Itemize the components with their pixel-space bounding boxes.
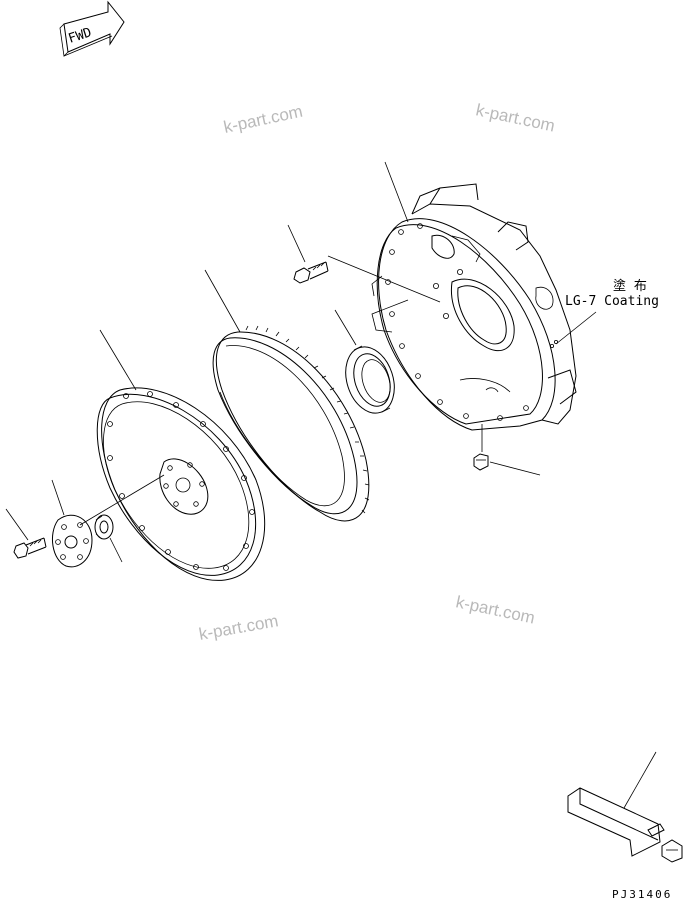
flywheel-bolt [13, 537, 47, 559]
leader-coating [555, 311, 597, 345]
drawing-code: PJ31406 [612, 888, 672, 900]
leader-housing-bolt-2 [327, 255, 441, 303]
ring-gear [212, 325, 370, 522]
housing-flange-holes [385, 223, 529, 421]
flywheel [96, 387, 266, 581]
leader-washer [51, 479, 65, 516]
installation-tool [567, 787, 683, 863]
leader-housing-bolt [287, 224, 306, 263]
drain-plug [473, 424, 489, 471]
coating-label: LG-7 Coating [565, 294, 659, 309]
leader-housing [384, 161, 409, 223]
alignment-line [79, 474, 165, 526]
flywheel-bolt-holes [107, 391, 255, 571]
flywheel-housing [371, 183, 577, 431]
coating-label-jp: 塗 布 [613, 278, 647, 294]
fwd-label: FWD [67, 25, 94, 47]
fwd-arrow-badge: FWD [59, 0, 125, 57]
leader-ring-gear [204, 269, 241, 333]
leader-tool [623, 751, 657, 809]
watermark-3: k-part.com [197, 611, 279, 644]
washer-plate [51, 514, 93, 568]
leader-plug [489, 461, 541, 476]
watermark-4: k-part.com [454, 592, 536, 627]
leader-flywheel [99, 329, 137, 391]
leader-oil-seal [334, 309, 357, 346]
oil-seal [345, 345, 395, 414]
housing-bolt [293, 261, 329, 284]
ring-gear-teeth [245, 325, 370, 514]
pilot-bearing [94, 514, 114, 540]
leader-bolt [5, 508, 29, 541]
leader-bearing [109, 537, 123, 563]
watermark-1: k-part.com [222, 102, 304, 137]
watermark-2: k-part.com [474, 100, 556, 135]
